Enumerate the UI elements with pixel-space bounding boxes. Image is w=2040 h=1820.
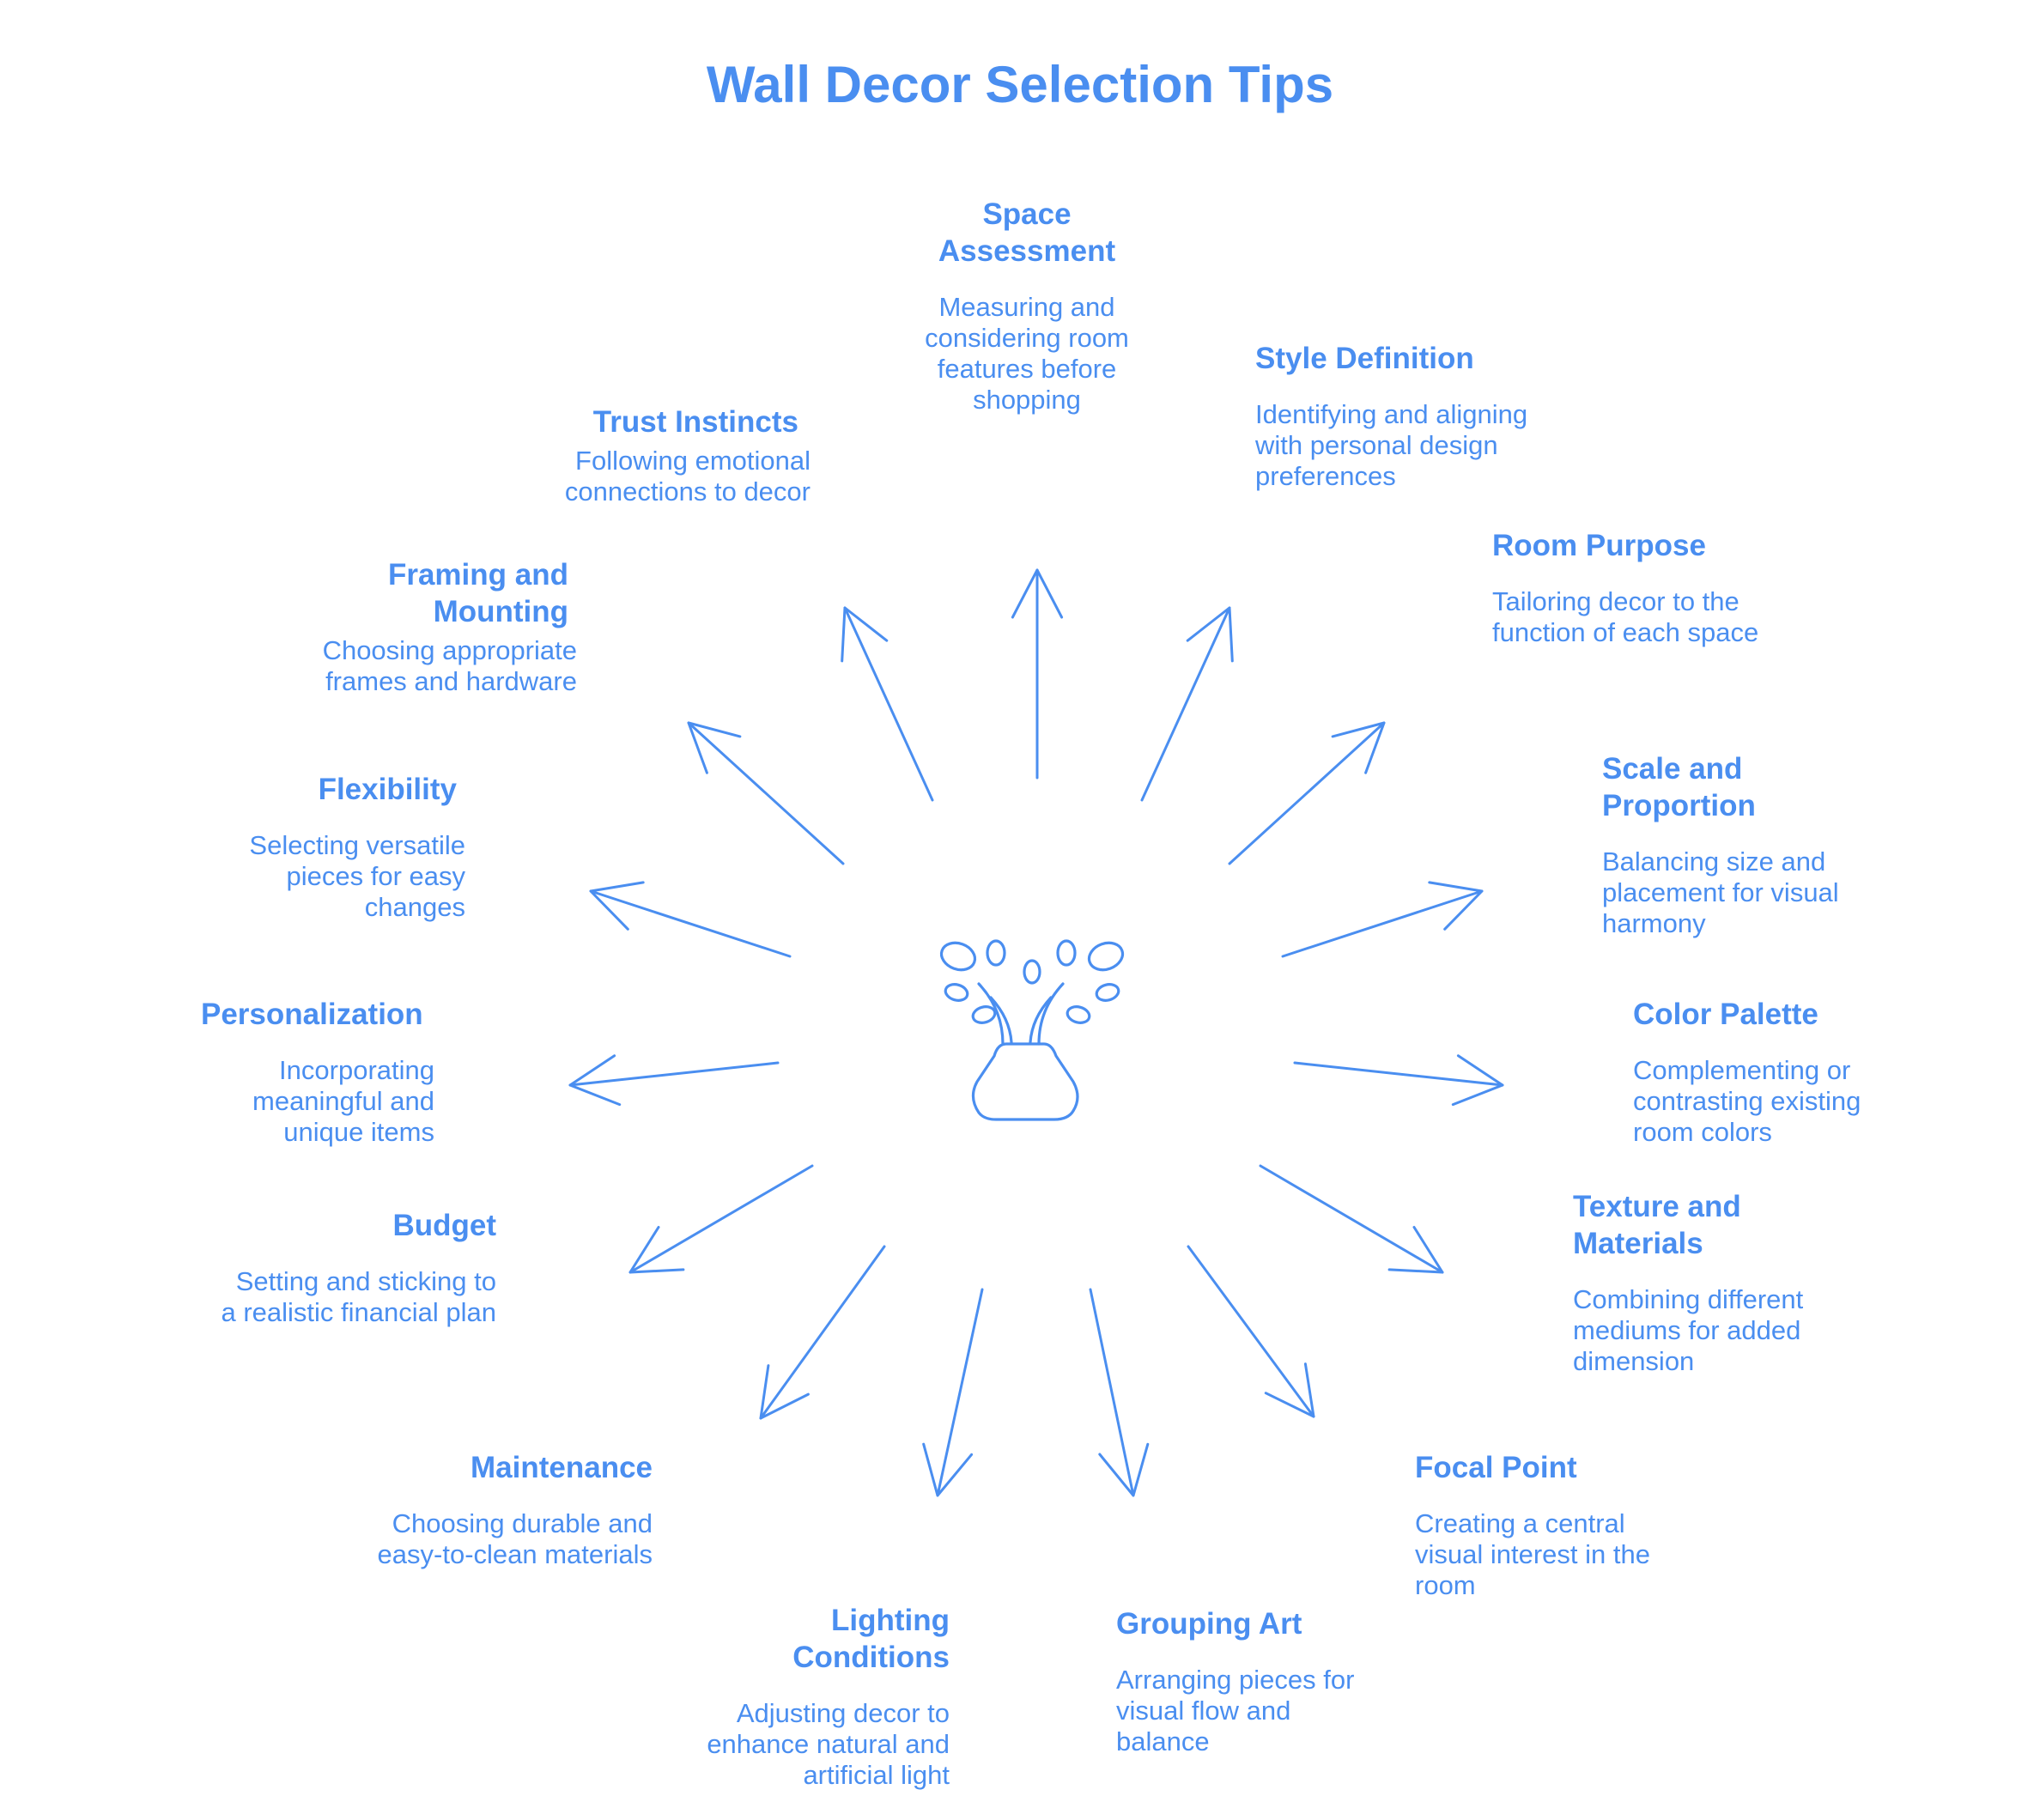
tip-framing-and-mounting: Framing and Mounting Choosing appropriat… <box>301 556 577 697</box>
arrow-head-5 <box>1451 1054 1504 1107</box>
tip-title: Maintenance <box>471 1451 653 1484</box>
arrow-shaft-15 <box>843 606 934 802</box>
arrow-shaft-8 <box>1089 1288 1135 1497</box>
arrow-shaft-10 <box>759 1245 886 1420</box>
tip-description: Creating a central visual interest in th… <box>1415 1508 1650 1600</box>
arrow-head-12 <box>568 1054 622 1107</box>
tip-texture-and-materials: Texture and Materials Combining differen… <box>1573 1188 1839 1377</box>
tip-title: Scale and Proportion <box>1602 752 1756 822</box>
arrow-shaft-11 <box>628 1164 814 1274</box>
arrow-head-11 <box>628 1226 685 1274</box>
arrow-head-2 <box>1186 606 1234 663</box>
tip-space-assessment: Space Assessment Measuring and consideri… <box>898 196 1156 416</box>
tip-description: Identifying and aligning with personal d… <box>1255 399 1528 491</box>
tip-description: Following emotional connections to decor <box>564 446 811 507</box>
tip-trust-instincts: Trust Instincts Following emotional conn… <box>536 403 811 507</box>
tip-description: Setting and sticking to a realistic fina… <box>221 1266 496 1327</box>
arrow-shaft-6 <box>1259 1164 1444 1274</box>
tip-title: Style Definition <box>1255 342 1474 375</box>
tip-description: Complementing or contrasting existing ro… <box>1633 1055 1861 1147</box>
arrow-head-15 <box>841 606 889 663</box>
tip-title: Framing and Mounting <box>387 558 568 628</box>
tip-description: Incorporating meaningful and unique item… <box>252 1055 434 1147</box>
arrow-shaft-14 <box>687 721 845 865</box>
arrow-head-9 <box>922 1442 974 1497</box>
tip-title: Budget <box>392 1209 496 1242</box>
tip-title: Color Palette <box>1633 998 1818 1031</box>
arrow-shaft-3 <box>1228 721 1386 865</box>
tip-title: Trust Instincts <box>592 405 798 439</box>
tip-description: Balancing size and placement for visual … <box>1602 846 1839 938</box>
tip-color-palette: Color Palette Complementing or contrasti… <box>1633 996 1908 1148</box>
tip-description: Tailoring decor to the function of each … <box>1492 586 1759 647</box>
arrow-head-14 <box>687 721 742 774</box>
arrow-head-1 <box>1011 568 1064 619</box>
tip-grouping-art: Grouping Art Arranging pieces for visual… <box>1116 1605 1391 1757</box>
tip-lighting-conditions: Lighting Conditions Adjusting decor to e… <box>692 1602 950 1791</box>
tip-focal-point: Focal Point Creating a central visual in… <box>1415 1449 1681 1601</box>
tip-room-purpose: Room Purpose Tailoring decor to the func… <box>1492 527 1767 648</box>
tip-title: Lighting Conditions <box>792 1604 950 1674</box>
tip-title: Space Assessment <box>938 197 1116 268</box>
tip-description: Adjusting decor to enhance natural and a… <box>707 1698 950 1790</box>
arrow-shaft-4 <box>1281 889 1484 958</box>
arrow-head-4 <box>1428 881 1484 931</box>
arrow-shaft-7 <box>1187 1245 1315 1418</box>
tip-style-definition: Style Definition Identifying and alignin… <box>1255 340 1539 492</box>
tip-budget: Budget Setting and sticking to a realist… <box>215 1207 496 1328</box>
arrow-shaft-13 <box>589 889 792 958</box>
tip-title: Focal Point <box>1415 1451 1577 1484</box>
tip-title: Personalization <box>201 998 423 1031</box>
arrow-head-8 <box>1098 1442 1150 1497</box>
arrow-shaft-12 <box>568 1061 780 1087</box>
tip-description: Measuring and considering room features … <box>925 292 1129 415</box>
tip-title: Grouping Art <box>1116 1607 1302 1641</box>
arrow-head-13 <box>589 881 645 931</box>
tip-personalization: Personalization Incorporating meaningful… <box>201 996 458 1148</box>
arrow-shaft-2 <box>1140 606 1231 802</box>
arrow-shaft-9 <box>936 1288 984 1497</box>
arrow-head-3 <box>1331 721 1386 774</box>
tip-description: Arranging pieces for visual flow and bal… <box>1116 1665 1355 1756</box>
tip-description: Choosing appropriate frames and hardware <box>322 635 577 696</box>
tip-flexibility: Flexibility Selecting versatile pieces f… <box>228 771 465 923</box>
tip-title: Room Purpose <box>1492 529 1706 562</box>
tip-description: Combining different mediums for added di… <box>1573 1284 1804 1376</box>
arrow-head-6 <box>1387 1226 1444 1274</box>
tip-scale-and-proportion: Scale and Proportion Balancing size and … <box>1602 750 1860 939</box>
vase-with-sprouts-icon <box>939 939 1125 1121</box>
tip-title: Flexibility <box>318 773 457 806</box>
tip-description: Selecting versatile pieces for easy chan… <box>249 830 465 922</box>
page-title: Wall Decor Selection Tips <box>706 56 1334 113</box>
tip-description: Choosing durable and easy-to-clean mater… <box>377 1508 653 1569</box>
tip-title: Texture and Materials <box>1573 1190 1741 1260</box>
arrow-head-7 <box>1264 1362 1315 1418</box>
tip-maintenance: Maintenance Choosing durable and easy-to… <box>374 1449 653 1570</box>
arrow-shaft-5 <box>1293 1061 1504 1087</box>
arrow-head-10 <box>759 1364 810 1420</box>
